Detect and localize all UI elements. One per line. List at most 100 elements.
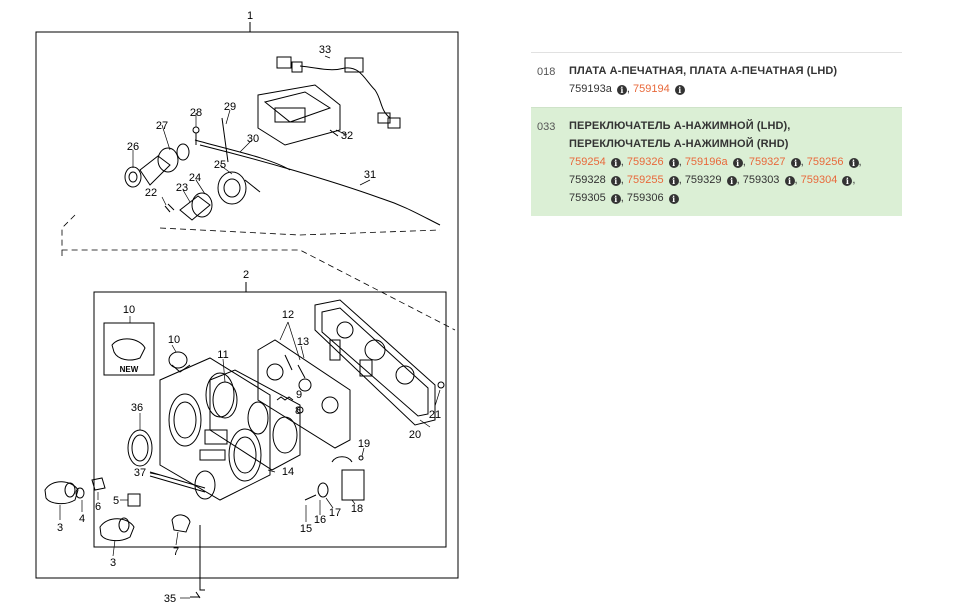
part-number-link[interactable]: 759194 xyxy=(633,83,670,95)
part-number-item: , 759327 i xyxy=(743,156,801,168)
part-title: ПЕРЕКЛЮЧАТЕЛЬ А-НАЖИМНОЙ (LHD), ПЕРЕКЛЮЧ… xyxy=(569,120,791,150)
info-icon[interactable]: i xyxy=(610,194,621,204)
part-number-link[interactable]: 759196a xyxy=(684,156,728,168)
part-code: 018 xyxy=(537,66,556,78)
info-icon[interactable]: i xyxy=(610,158,621,168)
info-icon[interactable]: i xyxy=(668,158,679,168)
info-icon[interactable]: i xyxy=(726,176,737,186)
part-number-item: , 759306 i xyxy=(621,192,679,204)
knob-3a xyxy=(44,481,79,505)
panel-11 xyxy=(209,369,301,471)
callout-c20: 20 xyxy=(409,429,421,441)
part-number-item: , 759303 i xyxy=(737,174,795,186)
part-number-text: 759306 xyxy=(626,192,664,204)
new-badge-text: NEW xyxy=(120,365,139,374)
part-number-link[interactable]: 759326 xyxy=(626,156,664,168)
callout-c11: 11 xyxy=(217,349,228,361)
part-title: ПЛАТА А-ПЕЧАТНАЯ, ПЛАТА А-ПЕЧАТНАЯ (LHD) xyxy=(569,65,838,77)
callout-c15: 15 xyxy=(300,523,312,535)
info-icon[interactable]: i xyxy=(616,85,627,95)
info-icon[interactable]: i xyxy=(732,158,743,168)
part-number-item: , 759329 i xyxy=(679,174,737,186)
knob-assembly-26 xyxy=(124,126,200,188)
info-icon[interactable]: i xyxy=(842,176,853,186)
part-number-link[interactable]: 759327 xyxy=(748,156,786,168)
callout-c36: 36 xyxy=(131,402,143,414)
callout-c17: 17 xyxy=(329,507,341,519)
wiring-harness-33 xyxy=(276,56,401,129)
callout-c27: 27 xyxy=(156,120,168,132)
part-code: 033 xyxy=(537,121,556,133)
part-5 xyxy=(127,493,141,507)
callout-c2: 2 xyxy=(243,269,249,281)
part-number-item: , 759194 i xyxy=(627,83,685,95)
part-number-text: 759305 xyxy=(569,192,606,204)
callout-c29: 29 xyxy=(224,101,236,113)
callout-c7: 7 xyxy=(173,546,179,558)
face-plate-14 xyxy=(159,357,271,501)
callout-c16: 16 xyxy=(314,514,326,526)
callout-c31: 31 xyxy=(364,169,376,181)
knob-10 xyxy=(168,351,191,373)
knob-assembly-24 xyxy=(164,171,261,221)
part-number-link[interactable]: 759255 xyxy=(626,174,664,186)
part-number-item: 759193a i xyxy=(569,83,627,95)
spring-9 xyxy=(276,396,294,401)
callout-c28: 28 xyxy=(190,107,202,119)
info-icon[interactable]: i xyxy=(668,194,679,204)
info-icon[interactable]: i xyxy=(848,158,859,168)
part-number-text: 759328 xyxy=(569,174,606,186)
callout-c26: 26 xyxy=(127,141,139,153)
outer-frame xyxy=(35,31,459,579)
part-number-link[interactable]: 759304 xyxy=(800,174,838,186)
switch-assembly-18 xyxy=(304,455,365,501)
callout-c30: 30 xyxy=(247,133,259,145)
part-content: ПЕРЕКЛЮЧАТЕЛЬ А-НАЖИМНОЙ (LHD), ПЕРЕКЛЮЧ… xyxy=(569,117,894,207)
callout-c22: 22 xyxy=(145,187,157,199)
info-icon[interactable]: i xyxy=(610,176,621,186)
part-row-033: 033 ПЕРЕКЛЮЧАТЕЛЬ А-НАЖИМНОЙ (LHD), ПЕРЕК… xyxy=(531,107,902,216)
part-number-item: 759254 i xyxy=(569,156,621,168)
callout-c3a: 3 xyxy=(57,522,63,534)
part-number-item: , 759326 i xyxy=(621,156,679,168)
callout-c24: 24 xyxy=(189,172,201,184)
callout-c14: 14 xyxy=(282,466,294,478)
pcb-32 xyxy=(257,84,341,146)
part-4 xyxy=(75,487,85,499)
callout-c4: 4 xyxy=(79,513,85,525)
bracket-12 xyxy=(257,339,351,449)
part-number-link[interactable]: 759256 xyxy=(806,156,844,168)
info-icon[interactable]: i xyxy=(674,85,685,95)
callout-c5: 5 xyxy=(113,495,119,507)
info-icon[interactable]: i xyxy=(784,176,795,186)
info-icon[interactable]: i xyxy=(668,176,679,186)
part-number-item: , 759328 i xyxy=(569,156,862,186)
housing-20 xyxy=(314,299,445,426)
part-6 xyxy=(91,477,106,491)
callout-c13: 13 xyxy=(297,336,309,348)
parts-list: 018 ПЛАТА А-ПЕЧАТНАЯ, ПЛАТА А-ПЕЧАТНАЯ (L… xyxy=(531,52,902,216)
callout-c32: 32 xyxy=(341,130,353,142)
callout-c37: 37 xyxy=(134,467,146,479)
callout-c1: 1 xyxy=(247,10,253,22)
cable-30 xyxy=(194,139,291,171)
callout-c3b: 3 xyxy=(110,557,116,569)
callout-c33: 33 xyxy=(319,44,331,56)
info-icon[interactable]: i xyxy=(790,158,801,168)
part-7 xyxy=(171,514,191,533)
new-badge: NEW xyxy=(120,365,139,374)
part-row-018: 018 ПЛАТА А-ПЕЧАТНАЯ, ПЛАТА А-ПЕЧАТНАЯ (L… xyxy=(531,52,902,107)
part-number-item: , 759196a i xyxy=(679,156,743,168)
callout-c12: 12 xyxy=(282,309,294,321)
callout-c6: 6 xyxy=(95,501,101,513)
part-numbers: 759254 i, 759326 i, 759196a i, 759327 i,… xyxy=(569,153,894,207)
part-number-text: 759193a xyxy=(569,83,612,95)
part-number-link[interactable]: 759254 xyxy=(569,156,606,168)
callout-c23: 23 xyxy=(176,182,188,194)
callout-c10b: 10 xyxy=(168,334,180,346)
part-content: ПЛАТА А-ПЕЧАТНАЯ, ПЛАТА А-ПЕЧАТНАЯ (LHD)… xyxy=(569,62,894,98)
exploded-parts-diagram: NEW 123345678910101112131415161718192021… xyxy=(35,10,459,605)
part-number-item: , 759304 i xyxy=(795,174,853,186)
part-number-text: 759303 xyxy=(742,174,780,186)
